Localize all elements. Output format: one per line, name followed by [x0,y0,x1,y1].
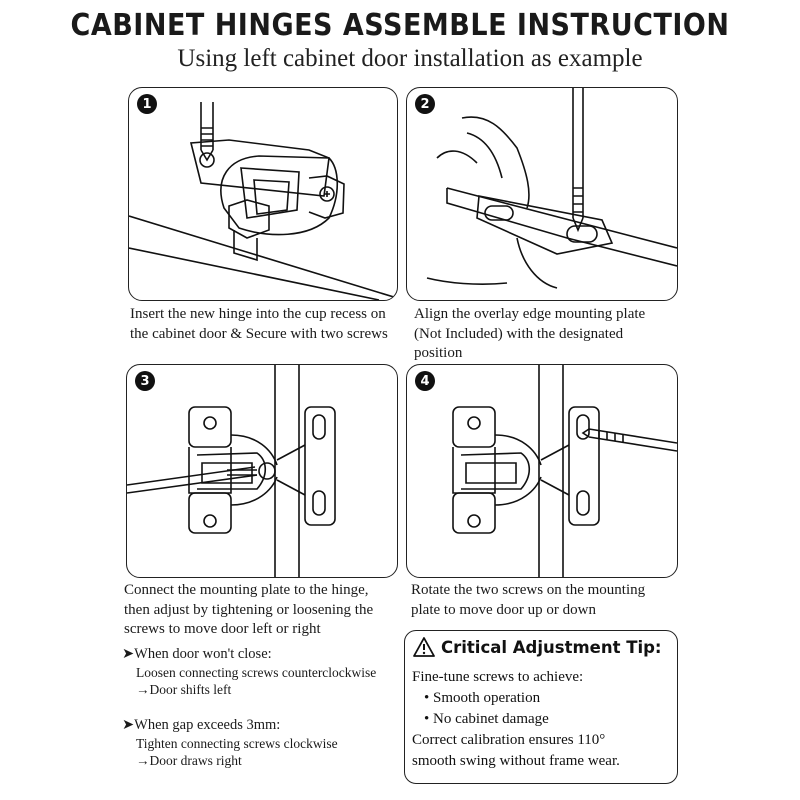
step-2-caption: Align the overlay edge mounting plate (N… [414,305,684,364]
step-1-illustration: 1 [128,87,398,301]
note-result: →Door draws right [136,753,242,768]
step-4-illustration: 4 [406,364,678,578]
tip-bullet: • No cabinet damage [424,711,549,727]
note-gap-exceeds: ➤When gap exceeds 3mm: Tighten connectin… [122,717,397,770]
page-title: CABINET HINGES ASSEMBLE INSTRUCTION [70,8,730,43]
step-1-caption-line: the cabinet door & Secure with two screw… [130,325,388,342]
step-3-number-badge: 3 [135,371,155,391]
note-result: →Door shifts left [136,682,232,697]
step-3-illustration: 3 [126,364,398,578]
tip-intro: Fine-tune screws to achieve: [412,669,584,685]
step-1-caption-line: Insert the new hinge into the cup recess… [130,306,386,322]
note-detail: Loosen connecting screws counterclockwis… [136,664,377,680]
hinge-cup-install-drawing [129,102,397,300]
note-door-wont-close: ➤When door won't close: Loosen connectin… [122,646,397,699]
tip-body: Fine-tune screws to achieve: • Smooth op… [412,667,672,772]
step-4-caption-line: Rotate the two screws on the mounting [411,582,646,598]
tip-title: Critical Adjustment Tip: [441,637,662,657]
mounting-plate-align-drawing [426,88,677,289]
step-4-number-badge: 4 [415,371,435,391]
arrow-bullet-icon: ➤ [122,717,135,733]
step-3-caption-line: screws to move door left or right [124,621,321,637]
step-3-caption-line: Connect the mounting plate to the hinge, [124,582,369,598]
hinge-side-adjust-drawing [127,365,336,577]
note-heading: When door won't close: [134,646,272,662]
step-2-number-badge: 2 [415,94,435,114]
critical-tip-box: Critical Adjustment Tip: Fine-tune screw… [404,630,678,784]
arrow-bullet-icon: ➤ [122,646,135,662]
mounting-plate-vertical-adjust-drawing [452,365,677,577]
tip-bullet: • Smooth operation [424,690,541,706]
step-4-caption-line: plate to move door up or down [411,601,596,618]
step-2-caption-line: position [414,345,463,361]
note-heading: When gap exceeds 3mm: [134,717,281,733]
note-detail: Tighten connecting screws clockwise [136,735,338,751]
step-2-illustration: 2 [406,87,678,301]
step-2-caption-line: Align the overlay edge mounting plate [414,306,646,322]
page-subtitle: Using left cabinet door installation as … [177,45,643,72]
step-1-caption: Insert the new hinge into the cup recess… [130,305,410,344]
step-2-caption-line: (Not Included) with the designated [414,325,624,342]
tip-header: Critical Adjustment Tip: [413,637,662,657]
step-3-caption-line: then adjust by tightening or loosening t… [124,601,374,618]
warning-triangle-icon [413,637,435,657]
step-4-caption: Rotate the two screws on the mounting pl… [411,581,691,620]
step-1-number-badge: 1 [137,94,157,114]
tip-closing-line: Correct calibration ensures 110° [412,732,606,748]
step-3-caption: Connect the mounting plate to the hinge,… [124,581,404,640]
tip-closing-line: smooth swing without frame wear. [412,753,620,769]
